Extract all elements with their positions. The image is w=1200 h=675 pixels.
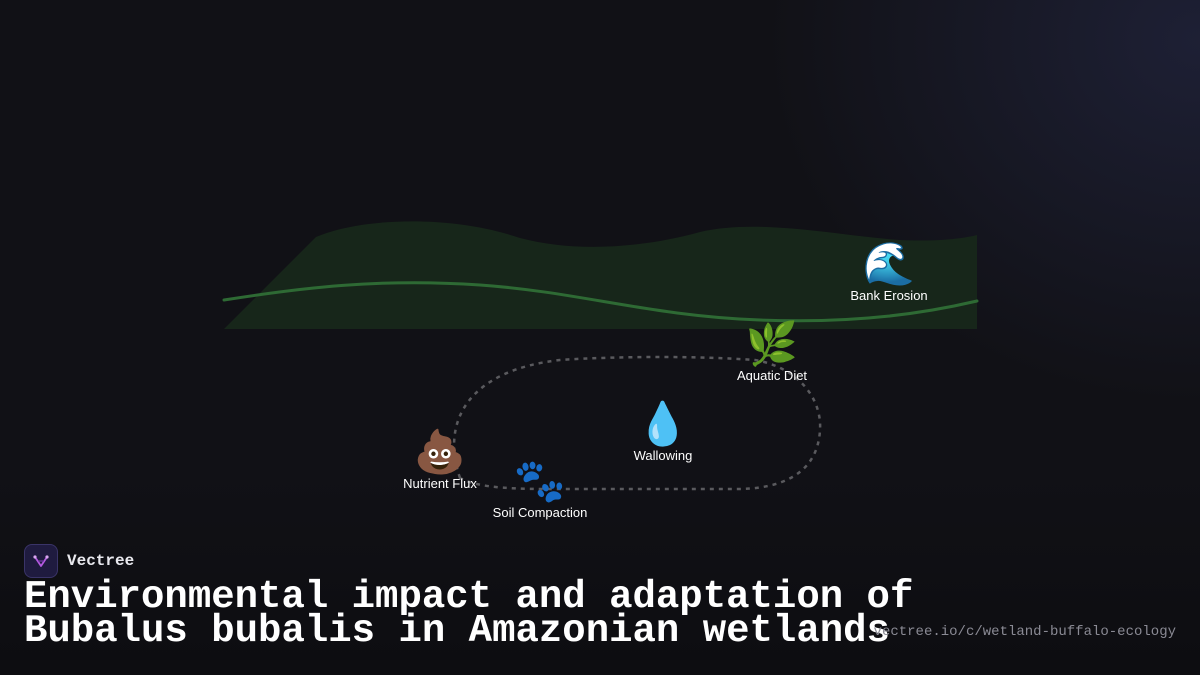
dung-icon: 💩	[413, 427, 467, 476]
movement-path	[452, 355, 822, 491]
node-label: Soil Compaction	[492, 505, 588, 520]
title-line-1: Environmental impact and adaptation of	[24, 575, 914, 619]
title-line-2: Bubalus bubalis in Amazonian wetlands	[24, 609, 890, 653]
node-nutrient-flux: 💩 Nutrient Flux	[360, 428, 520, 492]
paw-prints-icon: 🐾	[513, 456, 567, 505]
node-wallowing: 💧 Wallowing	[583, 400, 743, 464]
brand-name: Vectree	[67, 552, 135, 570]
herb-icon: 🌿	[745, 319, 799, 368]
vectree-logo-icon	[24, 544, 58, 578]
source-url: vectree.io/c/wetland-buffalo-ecology	[873, 624, 1176, 640]
river-line	[222, 281, 979, 323]
node-label: Bank Erosion	[850, 288, 928, 303]
brand: Vectree	[24, 544, 134, 578]
node-soil-compaction: 🐾 Soil Compaction	[460, 457, 620, 521]
node-bank-erosion: 🌊 Bank Erosion	[809, 240, 969, 304]
node-label: Aquatic Diet	[736, 368, 808, 383]
node-label: Nutrient Flux	[403, 476, 477, 491]
wave-icon: 🌊	[862, 239, 916, 288]
water-drop-icon: 💧	[636, 399, 690, 448]
node-label: Wallowing	[633, 448, 693, 463]
wetland-area	[224, 221, 977, 329]
node-aquatic-diet: 🌿 Aquatic Diet	[692, 320, 852, 384]
page-title: Environmental impact and adaptation of B…	[24, 575, 914, 653]
